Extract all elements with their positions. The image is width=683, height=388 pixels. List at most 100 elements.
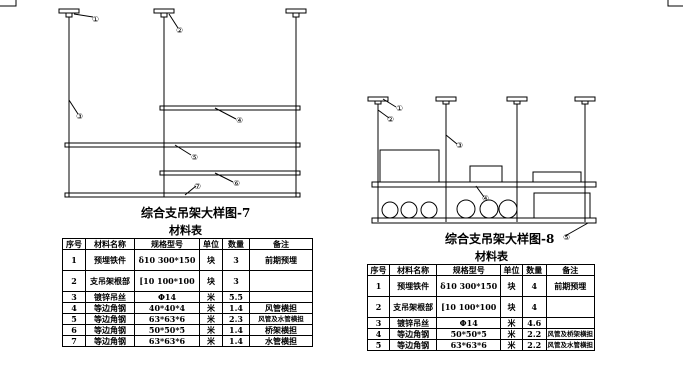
cell: 50*50*5 [134,324,200,336]
bracket-root-8-3 [513,100,521,105]
cell: 5.5 [222,291,250,303]
detail-8-title: 综合支吊架大样图-8 [445,232,555,246]
embedded-plate-3 [285,8,307,14]
leader-7 [184,185,197,196]
crossbar-lower [371,217,597,224]
leader-8-4 [475,185,485,198]
cell: 4 [522,296,547,318]
detail-7-drawing [58,8,307,198]
cell: 3 [62,291,86,303]
header-unit: 单位 [500,264,523,276]
cell: 等边角钢 [388,328,438,340]
cell: 前期预埋 [249,249,313,271]
table-header-row: 序号 材料名称 规格型号 单位 数量 备注 [62,238,313,250]
header-qty: 数量 [522,264,547,276]
cell: 7 [62,335,86,347]
callout-7-5: ⑤ [191,153,198,162]
callout-7-4: ④ [236,116,243,125]
cell: 1.4 [222,335,250,347]
callout-7-7: ⑦ [194,182,201,191]
cell: 1 [62,249,86,271]
cell: 等边角钢 [85,302,135,314]
cell: 支吊架根部 [85,270,135,292]
crossbar-4 [159,105,301,111]
header-seq: 序号 [367,264,390,276]
pipe-1 [381,201,399,219]
header-unit: 单位 [199,238,223,250]
embedded-plate-8-4 [574,96,596,102]
header-spec: 规格型号 [436,264,502,276]
bracket-root-8-1 [374,100,382,105]
cell: 等边角钢 [85,313,135,325]
cell: 4 [367,328,390,340]
pipe-3 [420,201,438,219]
pipe-2 [400,201,418,219]
leader-8-2 [377,109,390,119]
cell: 4 [62,302,86,314]
header-remark: 备注 [545,264,595,276]
leader-6 [214,172,234,183]
header-qty: 数量 [222,238,250,250]
bracket-root-3 [292,12,300,18]
material-table-7: 序号 材料名称 规格型号 单位 数量 备注 1 预埋铁件 δ10 300*150… [62,238,313,347]
cell: 前期预埋 [545,275,595,297]
cell: 63*63*6 [134,313,200,325]
cell: 等边角钢 [85,324,135,336]
cell: 1.4 [222,302,250,314]
embedded-plate-8-3 [506,96,528,102]
cell: 风管及水管横担 [545,339,595,351]
embedded-plate-1 [58,8,80,14]
bracket-root-1 [65,12,73,18]
cell: 风管及水管横担 [249,313,313,325]
table-row: 2 支吊架根部 [10 100*100 块 3 [62,270,313,292]
cell: 6 [62,324,86,336]
cell: 3 [222,249,250,271]
leader-8-1 [382,98,397,108]
cell: 2 [367,296,390,318]
cell: 2.2 [522,328,547,340]
table-row: 3 镀锌吊丝 Φ14 米 4.6 [367,317,595,329]
header-remark: 备注 [249,238,313,250]
embedded-plate-8-2 [435,96,457,102]
cell: 2.3 [222,313,250,325]
bracket-root-8-4 [581,100,589,105]
cell: 米 [199,324,223,336]
table-row: 6 等边角钢 50*50*5 米 1.4 桥架横担 [62,324,313,336]
cell: 5 [367,339,390,351]
header-name: 材料名称 [388,264,438,276]
header-spec: 规格型号 [134,238,200,250]
leader-8-5 [564,222,589,237]
cell: 等边角钢 [85,335,135,347]
cell: 米 [199,302,223,314]
table-row: 5 等边角钢 63*63*6 米 2.2 风管及水管横担 [367,339,595,351]
callout-8-2: ② [387,115,394,124]
table-row: 1 预埋铁件 δ10 300*150 块 3 前期预埋 [62,249,313,271]
callout-7-3: ③ [76,112,83,121]
cell: 预埋铁件 [85,249,135,271]
callout-7-1: ① [92,15,99,24]
callout-8-5: ⑤ [563,233,570,242]
cable-tray-upper [469,165,503,183]
header-seq: 序号 [62,238,86,250]
crossbar-6 [159,170,301,176]
cell: 预埋铁件 [388,275,438,297]
embedded-plate-2 [153,8,175,14]
table-row: 4 等边角钢 40*40*4 米 1.4 风管横担 [62,302,313,314]
cell [249,270,313,292]
cell [545,317,595,329]
cell [249,291,313,303]
table-row: 5 等边角钢 63*63*6 米 2.3 风管及水管横担 [62,313,313,325]
leader-3 [68,99,79,115]
cell: 桥架横担 [249,324,313,336]
cell: 40*40*4 [134,302,200,314]
cell: 3 [222,270,250,292]
cell: 风管及桥架横担 [545,328,595,340]
cell: 63*63*6 [134,335,200,347]
air-duct-upper [379,149,440,183]
cell: 4.6 [522,317,547,329]
callout-8-1: ① [396,104,403,113]
crossbar-5 [64,142,301,148]
table-header-row: 序号 材料名称 规格型号 单位 数量 备注 [367,264,595,276]
leader-2 [168,13,179,29]
